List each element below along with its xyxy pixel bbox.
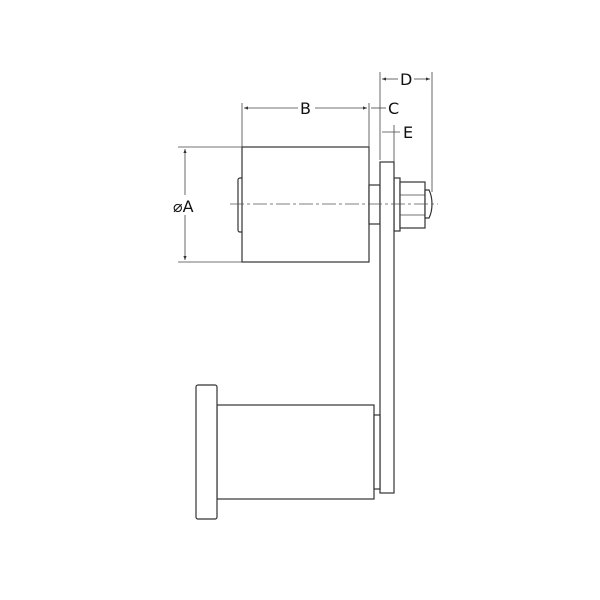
hex-nut <box>399 181 426 229</box>
washer <box>393 177 401 232</box>
dimension-a-label: ⌀A <box>173 197 194 216</box>
lower-bushing <box>195 384 381 520</box>
dimension-b-label: B <box>300 99 311 118</box>
dimension-e-label: E <box>403 123 413 142</box>
bushing-flange <box>195 384 218 520</box>
mounting-plate <box>379 161 395 494</box>
bushing-collar <box>373 414 381 490</box>
roller <box>241 146 370 263</box>
dimension-c-label: C <box>388 99 399 118</box>
dimension-d-label: D <box>400 70 412 89</box>
bushing-body <box>216 404 375 500</box>
roller-assembly <box>237 146 433 263</box>
dimensions: ⌀A B C D E <box>173 70 433 263</box>
spacer <box>368 184 381 225</box>
